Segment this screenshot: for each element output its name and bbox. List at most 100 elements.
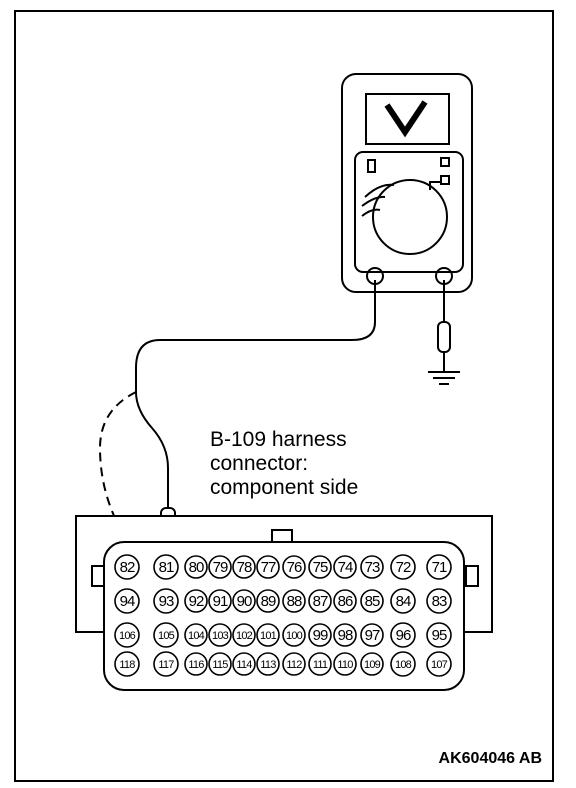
pin-circle <box>184 652 208 676</box>
pin-78: 78 <box>232 555 256 579</box>
pin-85: 85 <box>360 589 384 613</box>
pin-87: 87 <box>308 589 332 613</box>
pin-112: 112 <box>282 652 306 676</box>
pin-label: 90 <box>237 593 252 610</box>
pin-label: 93 <box>159 593 174 610</box>
caption-line: connector: <box>210 452 309 475</box>
pin-label: 77 <box>261 559 276 576</box>
pin-circle <box>114 554 140 580</box>
pin-label: 113 <box>260 659 276 671</box>
pin-circle <box>282 652 306 676</box>
pin-79: 79 <box>208 555 232 579</box>
pin-104: 104 <box>184 623 208 647</box>
pin-label: 92 <box>189 593 204 610</box>
pin-76: 76 <box>282 555 306 579</box>
pin-90: 90 <box>232 589 256 613</box>
pin-circle <box>333 555 357 579</box>
pin-circle <box>153 588 179 614</box>
pin-103: 103 <box>208 623 232 647</box>
meter-display <box>365 93 450 145</box>
pin-circle <box>333 623 357 647</box>
pin-102: 102 <box>232 623 256 647</box>
ground-lead <box>428 280 460 385</box>
pin-label: 116 <box>188 659 204 671</box>
pin-circle <box>360 623 384 647</box>
pin-label: 98 <box>338 627 353 644</box>
pin-circle <box>232 555 256 579</box>
pin-label: 72 <box>396 559 411 576</box>
pin-86: 86 <box>333 589 357 613</box>
pin-115: 115 <box>208 652 232 676</box>
pin-circle <box>153 651 179 677</box>
pin-circle <box>256 555 280 579</box>
pin-label: 117 <box>158 659 174 671</box>
pin-72: 72 <box>390 554 416 580</box>
pin-circle <box>114 588 140 614</box>
pin-circle <box>184 623 208 647</box>
pin-114: 114 <box>232 652 256 676</box>
pin-label: 76 <box>287 559 302 576</box>
pin-label: 101 <box>260 630 277 642</box>
pin-label: 112 <box>286 659 302 671</box>
pin-label: 86 <box>338 593 353 610</box>
pin-label: 108 <box>395 659 412 671</box>
multimeter <box>341 73 473 293</box>
pin-label: 79 <box>213 559 228 576</box>
pin-circle <box>426 651 452 677</box>
pin-111: 111 <box>308 652 332 676</box>
pin-97: 97 <box>360 623 384 647</box>
pin-circle <box>208 623 232 647</box>
pin-circle <box>256 589 280 613</box>
pin-107: 107 <box>426 651 452 677</box>
pin-label: 106 <box>119 630 136 642</box>
dial-scale-mark <box>364 183 395 198</box>
pin-circle <box>256 623 280 647</box>
pin-label: 83 <box>432 593 447 610</box>
caption-line: component side <box>210 476 359 499</box>
pin-113: 113 <box>256 652 280 676</box>
pin-label: 74 <box>338 559 353 576</box>
pin-95: 95 <box>426 622 452 648</box>
meter-dial-panel <box>354 151 464 273</box>
pin-circle <box>308 589 332 613</box>
mode-indicator <box>440 175 450 185</box>
pin-circle <box>390 651 416 677</box>
pin-label: 87 <box>313 593 328 610</box>
pin-81: 81 <box>153 554 179 580</box>
pin-label: 75 <box>313 559 328 576</box>
pin-84: 84 <box>390 588 416 614</box>
pin-label: 91 <box>213 593 228 610</box>
pin-circle <box>184 555 208 579</box>
multimeter-body <box>341 73 473 293</box>
pin-circle <box>114 651 140 677</box>
pin-105: 105 <box>153 622 179 648</box>
pin-label: 97 <box>365 627 380 644</box>
pin-label: 111 <box>313 659 328 671</box>
pin-circle <box>232 589 256 613</box>
pin-label: 109 <box>364 659 381 671</box>
pin-circle <box>282 589 306 613</box>
pin-label: 114 <box>236 659 252 671</box>
pin-label: 118 <box>119 659 135 671</box>
pin-circle <box>360 589 384 613</box>
pin-circle <box>390 588 416 614</box>
pin-92: 92 <box>184 589 208 613</box>
pin-circle <box>282 623 306 647</box>
connector-caption: B-109 harness connector: component side <box>210 428 358 500</box>
pin-circle <box>360 652 384 676</box>
pin-75: 75 <box>308 555 332 579</box>
voltage-symbol-icon <box>384 100 428 138</box>
dial-scale-mark <box>361 195 386 207</box>
pin-label: 94 <box>120 593 135 610</box>
alternate-probe-wire <box>98 391 156 576</box>
pin-circle <box>390 554 416 580</box>
pin-117: 117 <box>153 651 179 677</box>
pin-label: 81 <box>159 559 174 576</box>
pin-74: 74 <box>333 555 357 579</box>
dial-scale-mark <box>429 181 441 190</box>
pin-circle <box>282 555 306 579</box>
pin-89: 89 <box>256 589 280 613</box>
pin-label: 105 <box>158 630 175 642</box>
pin-circle <box>426 554 452 580</box>
pin-circle <box>390 622 416 648</box>
